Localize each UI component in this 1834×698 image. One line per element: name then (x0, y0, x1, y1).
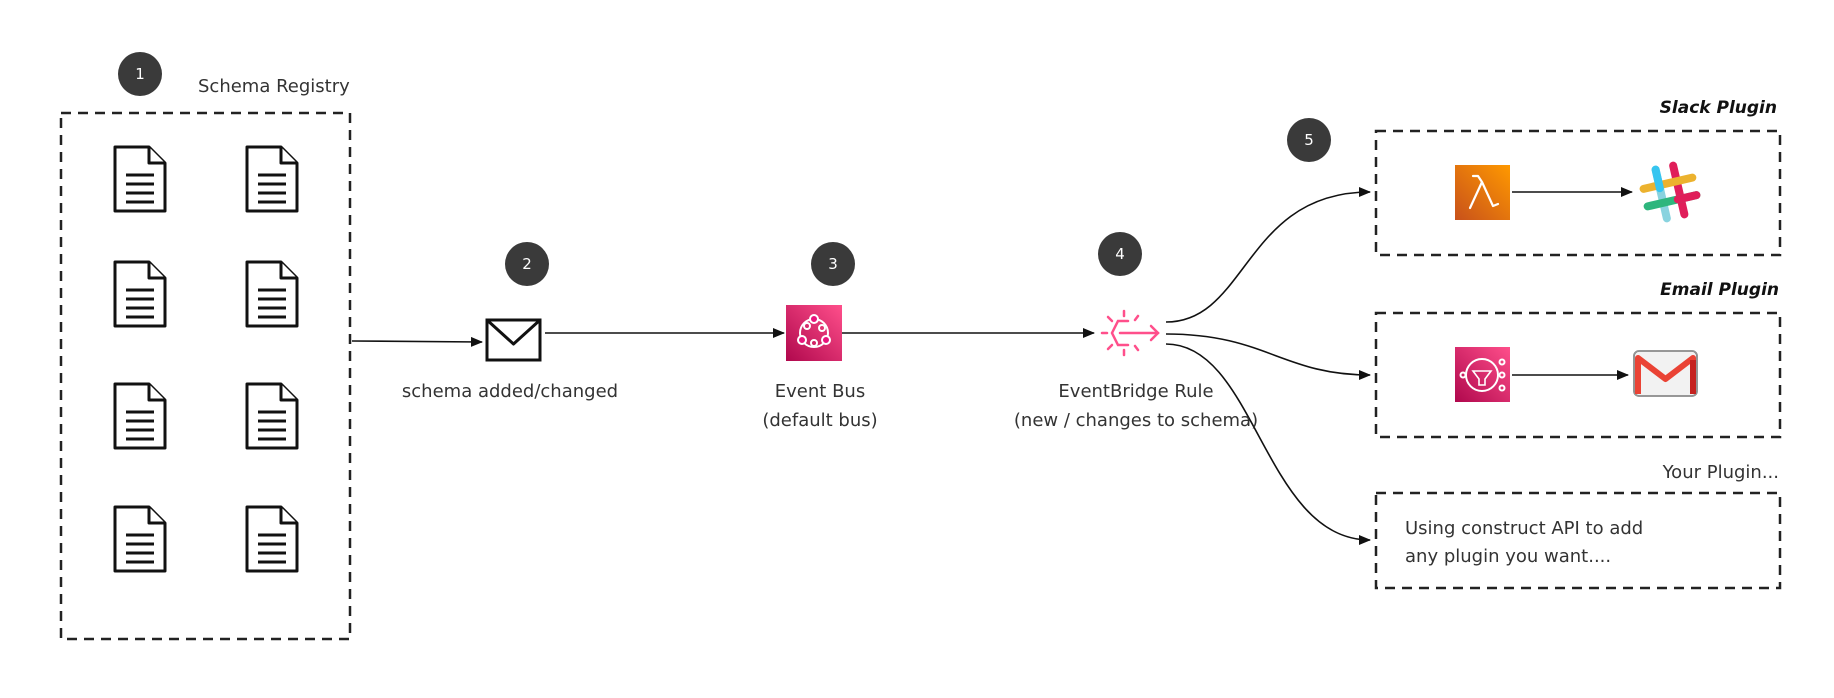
slack-plugin-title: Slack Plugin (1660, 98, 1777, 118)
step-badge-5: 5 (1287, 118, 1331, 162)
svg-text:4: 4 (1115, 245, 1125, 263)
arrow-rule-to-email (1165, 333, 1371, 380)
document-icon (113, 505, 167, 573)
svg-text:5: 5 (1304, 131, 1314, 149)
svg-text:1: 1 (135, 65, 145, 83)
document-icon (113, 145, 167, 213)
arrow-registry-to-message (351, 336, 483, 347)
arrow-rule-to-custom (1165, 343, 1371, 545)
sns-icon (1455, 347, 1510, 402)
email-plugin-box (1374, 311, 1782, 439)
slack-icon (1639, 161, 1701, 223)
document-icon (113, 382, 167, 450)
custom-plugin-box (1374, 491, 1782, 590)
document-icon (245, 145, 299, 213)
arrow-rule-to-slack (1165, 187, 1371, 323)
envelope-icon (485, 318, 542, 362)
email-plugin-title: Email Plugin (1660, 280, 1779, 300)
custom-plugin-text-line1: Using construct API to add (1405, 518, 1643, 539)
document-icon (245, 505, 299, 573)
document-icon (245, 382, 299, 450)
gmail-icon (1633, 350, 1698, 397)
document-icon (113, 260, 167, 328)
registry-box (59, 111, 352, 641)
custom-plugin-title: Your Plugin... (1662, 462, 1779, 483)
rule-label: EventBridge Rule (1058, 381, 1213, 402)
eventbridge-rule-icon (1100, 309, 1160, 357)
event-bus-icon (786, 305, 842, 361)
event-bus-sublabel: (default bus) (762, 410, 877, 431)
svg-text:2: 2 (522, 255, 532, 273)
slack-plugin-box (1374, 129, 1782, 257)
rule-sublabel: (new / changes to schema) (1014, 410, 1258, 431)
custom-plugin-text-line2: any plugin you want.... (1405, 546, 1611, 567)
document-icon (245, 260, 299, 328)
step-badge-2: 2 (505, 242, 549, 286)
svg-text:3: 3 (828, 255, 838, 273)
event-bus-label: Event Bus (775, 381, 865, 402)
step-badge-4: 4 (1098, 232, 1142, 276)
message-label: schema added/changed (402, 381, 618, 402)
step-badge-3: 3 (811, 242, 855, 286)
registry-documents (113, 145, 299, 573)
step-badge-1: 1 (118, 52, 162, 96)
registry-title: Schema Registry (198, 76, 350, 97)
lambda-icon (1455, 165, 1510, 220)
